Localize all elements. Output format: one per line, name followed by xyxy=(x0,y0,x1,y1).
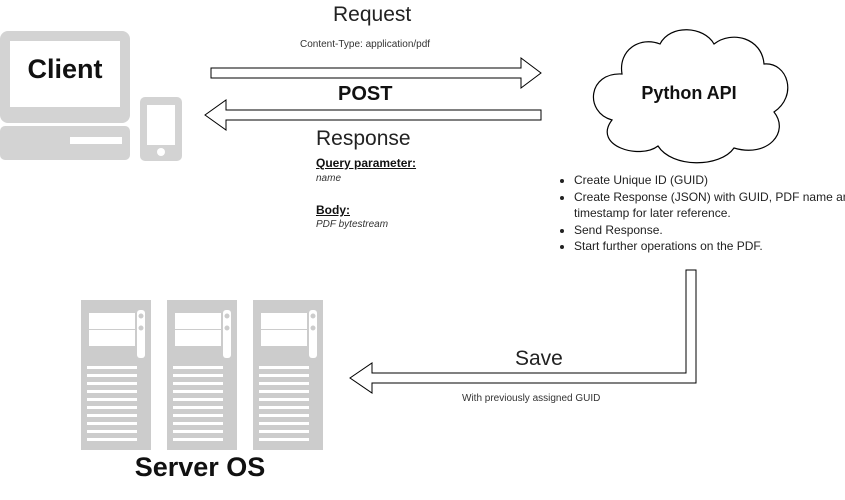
request-title: Request xyxy=(333,3,412,26)
response-arrow xyxy=(204,99,542,131)
computer-icon xyxy=(0,31,130,160)
python-api-label: Python API xyxy=(641,83,737,103)
save-title: Save xyxy=(515,347,563,370)
http-method-label: POST xyxy=(338,83,393,105)
response-title: Response xyxy=(316,127,411,150)
body-value: PDF bytestream xyxy=(316,219,389,230)
server-icon xyxy=(81,300,323,450)
server-os-label: Server OS xyxy=(134,452,266,482)
query-parameter-heading: Query parameter: xyxy=(316,156,417,170)
save-note: With previously assigned GUID xyxy=(462,393,601,404)
api-steps-list: Create Unique ID (GUID) Create Response … xyxy=(558,172,845,255)
request-arrow xyxy=(210,57,542,89)
list-item: Create Response (JSON) with GUID, PDF na… xyxy=(574,189,845,222)
list-item: Start further operations on the PDF. xyxy=(574,238,845,255)
body-heading: Body: xyxy=(316,203,350,217)
list-item: Create Unique ID (GUID) xyxy=(574,172,845,189)
query-parameter-value: name xyxy=(316,173,342,184)
save-arrow xyxy=(349,269,697,394)
phone-icon xyxy=(140,97,182,161)
cloud-icon xyxy=(592,29,789,164)
list-item: Send Response. xyxy=(574,222,845,239)
content-type-label: Content-Type: application/pdf xyxy=(300,39,431,50)
client-label: Client xyxy=(27,54,103,84)
